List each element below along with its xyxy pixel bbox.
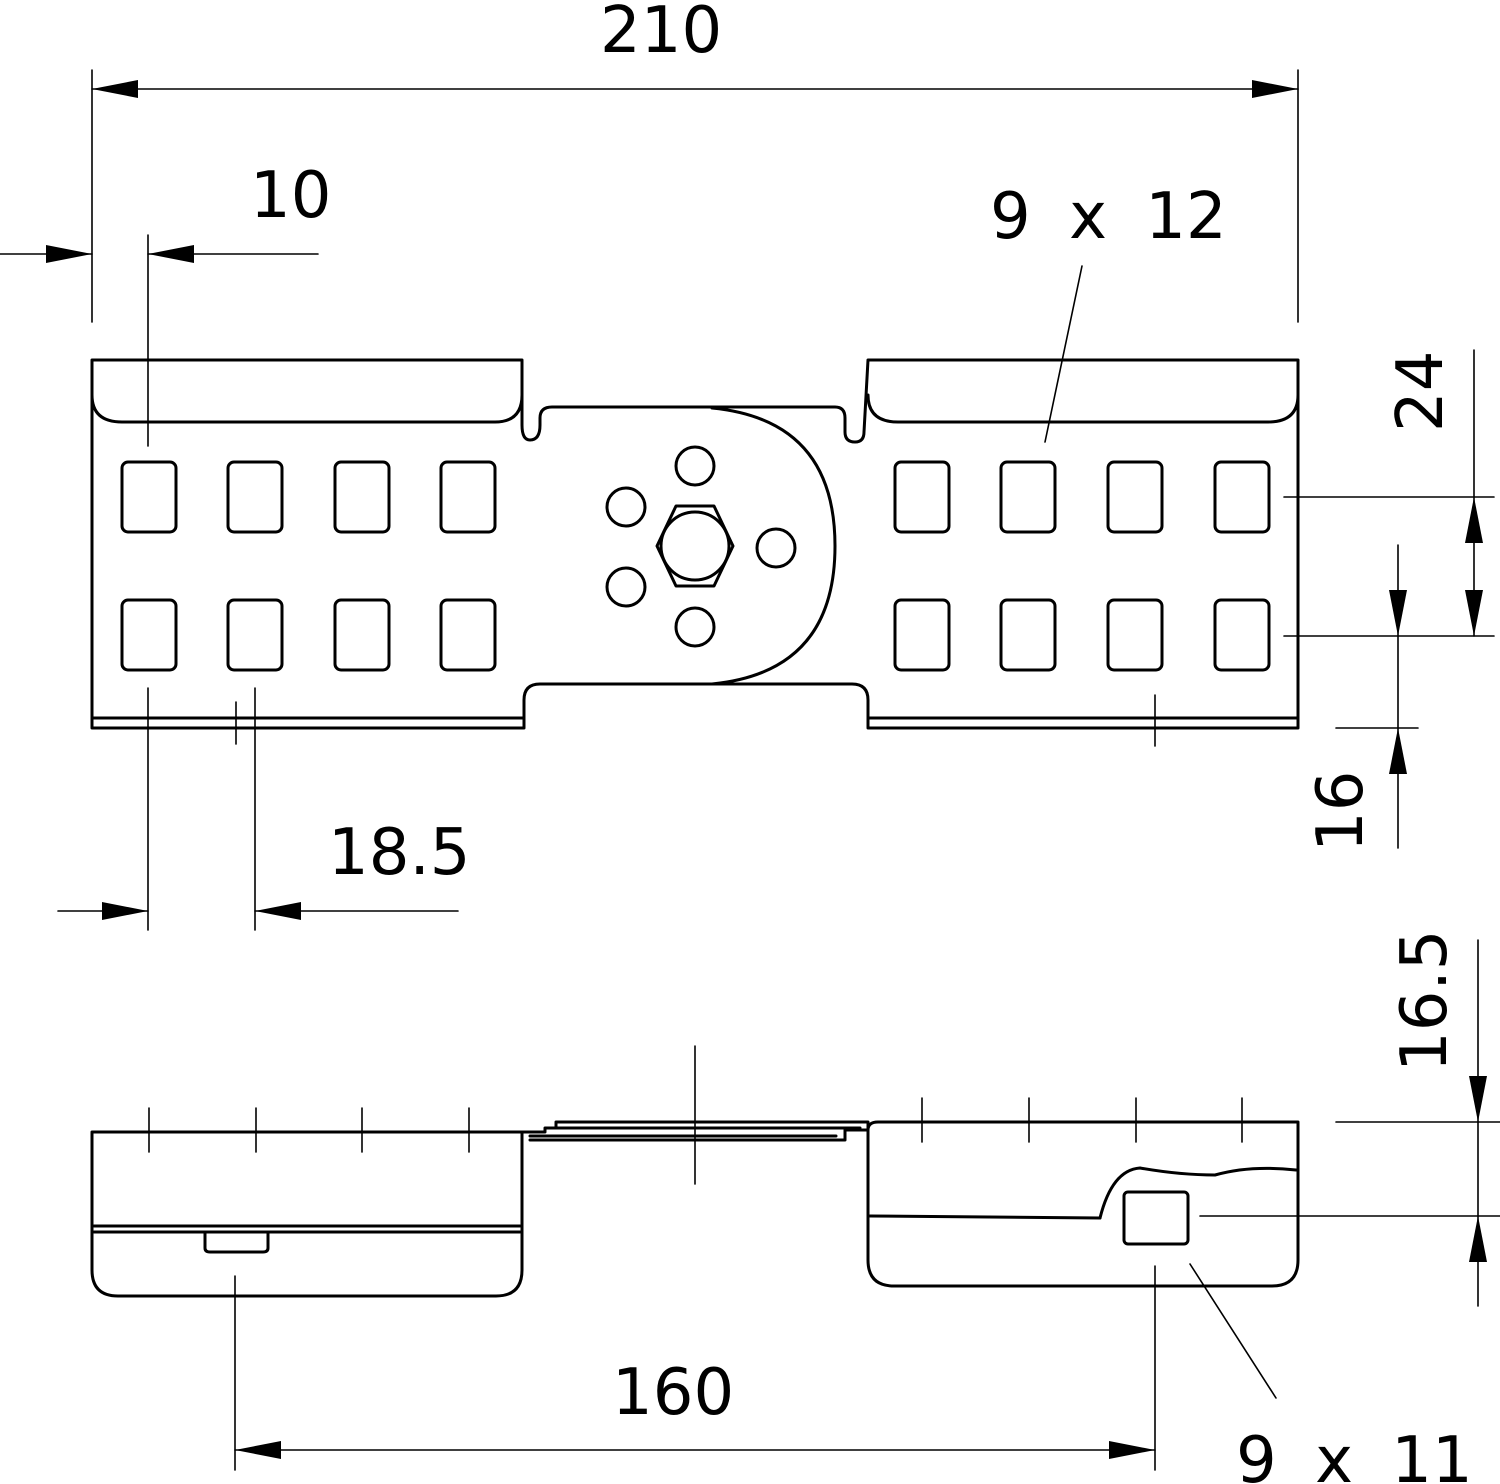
side-left-tab bbox=[203, 1230, 270, 1254]
side-view bbox=[90, 1045, 1300, 1298]
arrow-24-top bbox=[1465, 497, 1483, 543]
center-plate bbox=[520, 1120, 870, 1142]
side-right-groove bbox=[868, 1214, 1102, 1220]
slot-grid-left bbox=[120, 460, 497, 672]
arrow-16-bottom bbox=[1389, 728, 1407, 774]
side-dimensions: 16.5 160 9 x 11 bbox=[234, 930, 1500, 1484]
leader-9x12 bbox=[1044, 265, 1083, 443]
leader-9x11 bbox=[1189, 1263, 1277, 1399]
arrow-10-left bbox=[46, 245, 92, 263]
arrow-16-top bbox=[1389, 590, 1407, 636]
side-right-break bbox=[1098, 1166, 1298, 1220]
dim-24: 24 bbox=[1384, 351, 1458, 432]
dim-10: 10 bbox=[250, 159, 331, 233]
dim-16-5: 16.5 bbox=[1388, 930, 1462, 1073]
top-view-flange-left bbox=[90, 393, 524, 424]
dim-160: 160 bbox=[612, 1356, 734, 1430]
arrow-16-5-top bbox=[1469, 1076, 1487, 1122]
arrow-10-right bbox=[148, 245, 194, 263]
left-slot-r2-c4 bbox=[439, 598, 497, 672]
top-view bbox=[90, 358, 1300, 730]
left-slot-r2-c1 bbox=[120, 598, 178, 672]
top-view-flange-right bbox=[866, 393, 1300, 424]
arrow-160-right bbox=[1109, 1441, 1155, 1459]
bolt-hole-top bbox=[674, 445, 716, 487]
arrow-16-5-bottom bbox=[1469, 1216, 1487, 1262]
top-dimensions: 210 10 9 x 12 24 16 18.5 bbox=[0, 0, 1495, 931]
side-body-left bbox=[90, 1130, 524, 1298]
arrow-210-left bbox=[92, 80, 138, 98]
side-right-slot bbox=[1122, 1190, 1190, 1246]
right-slot-r1-c3 bbox=[1106, 460, 1164, 534]
arrow-160-left bbox=[235, 1441, 281, 1459]
arrow-210-right bbox=[1252, 80, 1298, 98]
dim-9x11: 9 x 11 bbox=[1236, 1424, 1473, 1484]
right-slot-r1-c1 bbox=[893, 460, 951, 534]
left-slot-r2-c3 bbox=[333, 598, 391, 672]
right-slot-r1-c2 bbox=[999, 460, 1057, 534]
side-ticks bbox=[148, 1097, 1243, 1153]
bolt-hole-upper-left bbox=[605, 486, 647, 528]
bolt-hole-right bbox=[755, 527, 797, 569]
right-slot-r2-c3 bbox=[1106, 598, 1164, 672]
bolt-hole-bottom bbox=[674, 606, 716, 648]
left-slot-r1-c3 bbox=[333, 460, 391, 534]
left-slot-r1-c4 bbox=[439, 460, 497, 534]
dim-210: 210 bbox=[600, 0, 722, 68]
bolt-hole-lower-left bbox=[605, 566, 647, 608]
arrow-18-5-left bbox=[102, 902, 148, 920]
center-disc bbox=[710, 406, 837, 686]
dim-16: 16 bbox=[1304, 771, 1378, 852]
left-slot-r1-c1 bbox=[120, 460, 178, 534]
arrow-18-5-right bbox=[255, 902, 301, 920]
right-slot-r2-c4 bbox=[1213, 598, 1271, 672]
right-slot-r2-c1 bbox=[893, 598, 951, 672]
right-slot-r1-c4 bbox=[1213, 460, 1271, 534]
top-view-outline bbox=[90, 358, 1300, 730]
right-slot-r2-c2 bbox=[999, 598, 1057, 672]
dim-9x12: 9 x 12 bbox=[990, 180, 1227, 254]
left-slot-r2-c2 bbox=[226, 598, 284, 672]
hex-bolt bbox=[655, 504, 735, 588]
side-body-right bbox=[866, 1120, 1300, 1288]
dim-18-5: 18.5 bbox=[328, 816, 471, 890]
left-slot-r1-c2 bbox=[226, 460, 284, 534]
hex-bolt-shaft bbox=[659, 510, 731, 582]
slot-grid-right bbox=[893, 460, 1271, 672]
arrow-24-bottom bbox=[1465, 590, 1483, 636]
